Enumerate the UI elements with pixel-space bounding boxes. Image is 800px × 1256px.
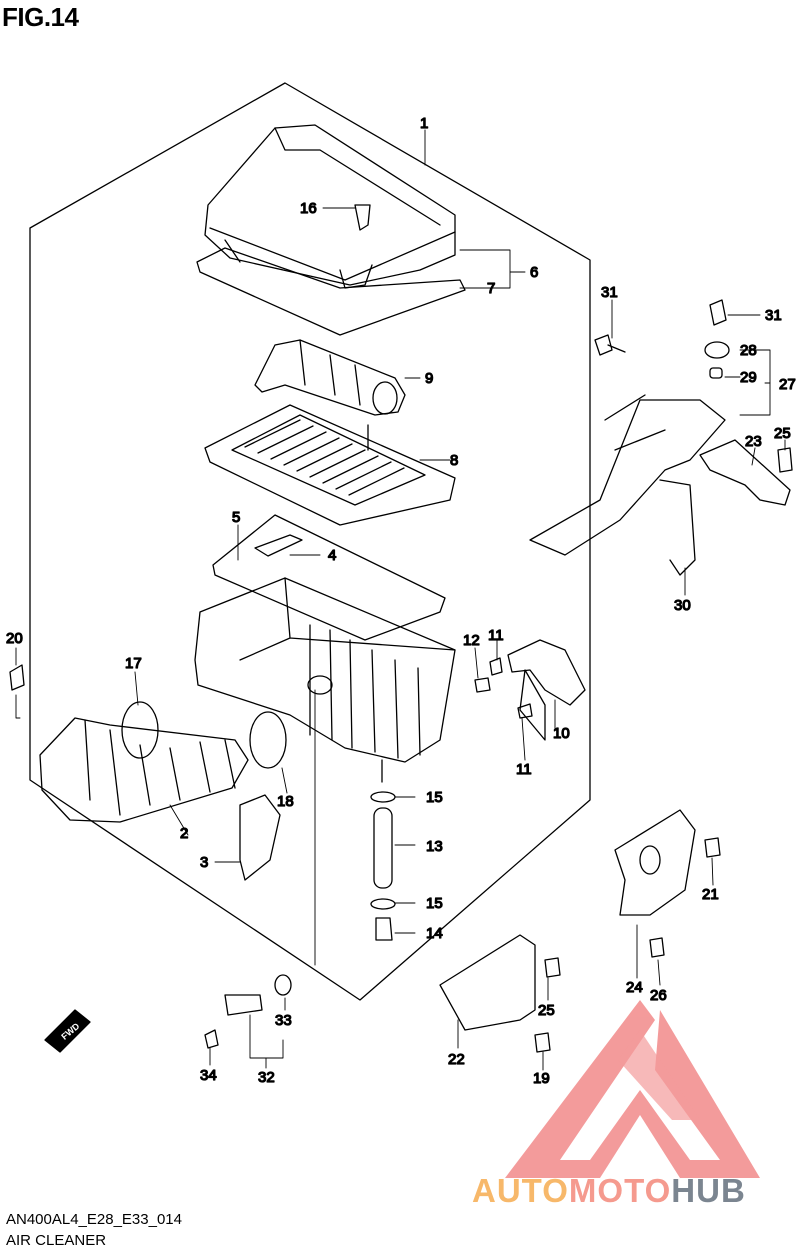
- callout-29: 29: [740, 369, 757, 386]
- bracket-22: [439, 934, 536, 1031]
- watermark-part-moto: MOTO: [568, 1172, 672, 1209]
- air-cleaner-cap: [204, 124, 456, 289]
- callout-31b: 31: [765, 307, 782, 324]
- callout-11a: 11: [488, 627, 504, 644]
- callout-16: 16: [300, 200, 317, 217]
- callout-27: 27: [779, 376, 796, 393]
- bracket-24: [614, 809, 696, 916]
- bracket-24-hole: [639, 845, 661, 875]
- frame-mount-bracket: [529, 394, 726, 576]
- bracket-3: [239, 794, 281, 881]
- air-cleaner-case: [194, 577, 456, 783]
- callout-6: 6: [530, 264, 538, 281]
- watermark-part-auto: AUTO: [472, 1172, 569, 1209]
- intake-funnel: [254, 339, 406, 416]
- intake-tube: [39, 717, 249, 823]
- callout-31a: 31: [601, 284, 618, 301]
- figure-code: AN400AL4_E28_E33_014: [6, 1211, 182, 1228]
- callout-13: 13: [426, 838, 443, 855]
- breather-hose: [507, 639, 586, 706]
- gasket-ring: [254, 534, 303, 557]
- callout-15a: 15: [426, 789, 443, 806]
- air-filter-element: [204, 404, 456, 526]
- drain-hose: [370, 791, 396, 941]
- callout-21: 21: [702, 886, 719, 903]
- callout-1: 1: [420, 115, 428, 132]
- fastener-bolts: [9, 204, 793, 1053]
- callout-22: 22: [448, 1051, 465, 1068]
- clamp-18: [249, 711, 287, 769]
- case-gasket: [212, 514, 446, 641]
- callout-3: 3: [200, 854, 208, 871]
- callout-18: 18: [277, 793, 294, 810]
- callout-20: 20: [6, 630, 23, 647]
- callout-25a: 25: [774, 425, 791, 442]
- cap-seal: [196, 247, 466, 336]
- callout-10: 10: [553, 725, 570, 742]
- callout-8: 8: [450, 452, 458, 469]
- bracket-23: [699, 439, 791, 506]
- watermark-part-hub: HUB: [671, 1172, 746, 1209]
- assembly-frame: [29, 82, 591, 1001]
- callout-15b: 15: [426, 895, 443, 912]
- fwd-arrow: FWD: [44, 1009, 91, 1053]
- callout-25b: 25: [538, 1002, 555, 1019]
- callout-33: 33: [275, 1012, 292, 1029]
- callout-2: 2: [180, 825, 188, 842]
- callout-28: 28: [740, 342, 757, 359]
- watermark-logo: [505, 1000, 760, 1178]
- watermark-wordmark: AUTOMOTOHUB: [472, 1172, 746, 1210]
- callout-9: 9: [425, 370, 433, 387]
- callout-32: 32: [258, 1069, 275, 1086]
- clamp-17: [121, 701, 159, 759]
- callout-12: 12: [463, 632, 480, 649]
- hose-bracket: [519, 669, 546, 741]
- callout-30: 30: [674, 597, 691, 614]
- callout-5: 5: [232, 509, 240, 526]
- callout-26: 26: [650, 987, 667, 1004]
- callout-19: 19: [533, 1070, 550, 1087]
- figure-title: FIG.14: [2, 2, 79, 32]
- callout-23: 23: [745, 433, 762, 450]
- leader-lines: [15, 129, 786, 1071]
- callout-14: 14: [426, 925, 443, 942]
- callout-11b: 11: [516, 761, 532, 778]
- callout-24: 24: [626, 979, 643, 996]
- figure-name: AIR CLEANER: [6, 1232, 107, 1249]
- callout-34: 34: [200, 1067, 217, 1084]
- callout-7: 7: [487, 280, 495, 297]
- callout-17: 17: [125, 655, 142, 672]
- callout-4: 4: [328, 547, 336, 564]
- callout-labels: 1 2 3 4 5 6 7 8 9 10 11 11 12 13 14 15 1…: [5, 114, 796, 1087]
